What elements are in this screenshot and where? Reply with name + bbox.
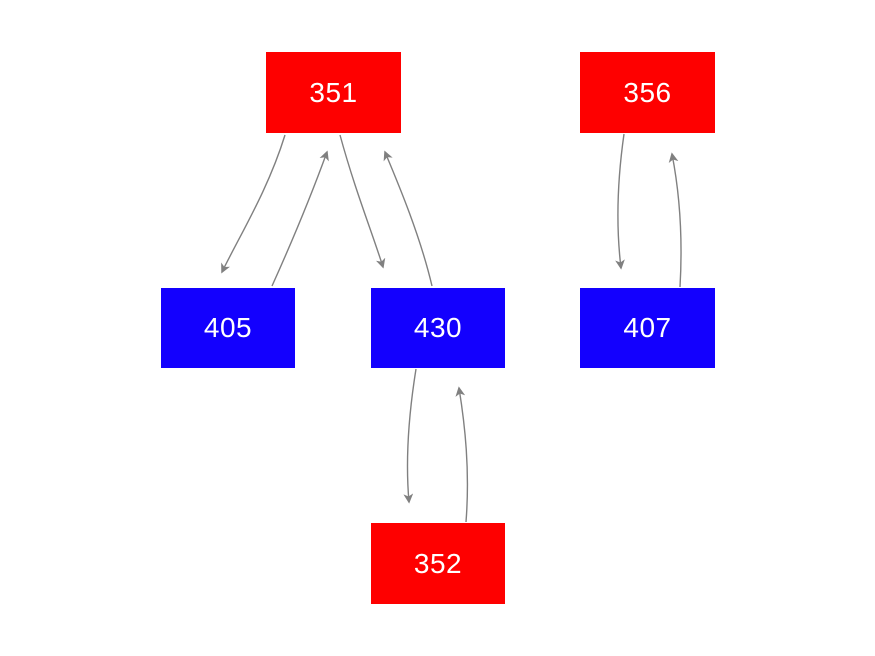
graph-node-405[interactable]: 405 bbox=[161, 288, 295, 368]
edge-430-to-351 bbox=[383, 150, 433, 287]
graph-node-351[interactable]: 351 bbox=[266, 52, 401, 133]
edge-405-to-351 bbox=[271, 150, 329, 287]
node-label: 356 bbox=[623, 76, 672, 108]
graph-node-352[interactable]: 352 bbox=[371, 523, 505, 604]
graph-node-430[interactable]: 430 bbox=[371, 288, 505, 368]
graph-node-356[interactable]: 356 bbox=[580, 52, 715, 133]
node-label: 407 bbox=[623, 312, 672, 343]
edge-352-to-430 bbox=[455, 386, 469, 523]
edge-351-to-430 bbox=[339, 134, 386, 269]
node-label: 405 bbox=[203, 312, 253, 343]
edge-351-to-405 bbox=[221, 134, 286, 274]
node-label: 430 bbox=[413, 312, 463, 343]
node-label: 352 bbox=[413, 547, 463, 579]
node-label: 351 bbox=[309, 76, 358, 108]
edge-407-to-356 bbox=[668, 152, 682, 288]
graph-node-407[interactable]: 407 bbox=[580, 288, 715, 368]
edge-430-to-352 bbox=[403, 368, 417, 504]
edge-356-to-407 bbox=[615, 133, 625, 270]
